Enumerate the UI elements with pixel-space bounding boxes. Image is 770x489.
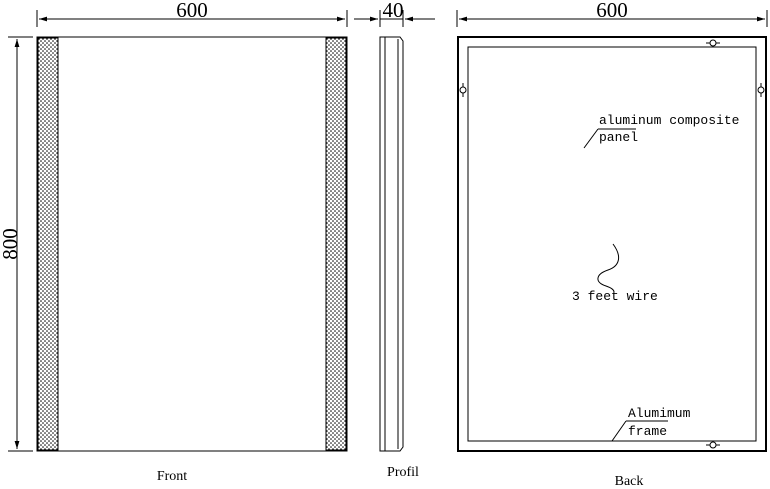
back-width-label: 600 [596, 0, 628, 22]
back-frame-outer [457, 36, 767, 452]
panel-note-line2: panel [599, 130, 638, 145]
back-caption: Back [615, 474, 644, 489]
profile-caption: Profil [387, 465, 419, 480]
wire-icon [597, 243, 620, 293]
frame-leader-line [611, 420, 627, 442]
hanger-left-icon [459, 83, 467, 97]
hanger-bottom-icon [706, 441, 720, 449]
panel-note-line1: aluminum composite [599, 113, 739, 128]
panel-leader-line [583, 128, 599, 149]
hanger-top-icon [706, 39, 720, 47]
front-caption: Front [157, 469, 187, 484]
front-mirror-outline [36, 36, 348, 452]
front-width-label: 600 [176, 0, 208, 22]
frame-note-line1: Alumimum [628, 406, 691, 421]
wire-note: 3 feet wire [572, 289, 658, 304]
hanger-right-icon [757, 83, 765, 97]
profile-outline [379, 36, 404, 452]
back-view: 600 aluminum composite panel [456, 0, 768, 489]
profile-view: 40 Profil [354, 0, 435, 480]
back-panel-inner [467, 46, 757, 442]
front-led-strip-left [37, 37, 59, 451]
front-height-label: 800 [0, 228, 22, 260]
profile-depth-label: 40 [383, 0, 404, 22]
frame-note-line2: frame [628, 424, 667, 439]
front-led-strip-right [325, 37, 347, 451]
front-view: 600 800 Front [0, 0, 348, 484]
